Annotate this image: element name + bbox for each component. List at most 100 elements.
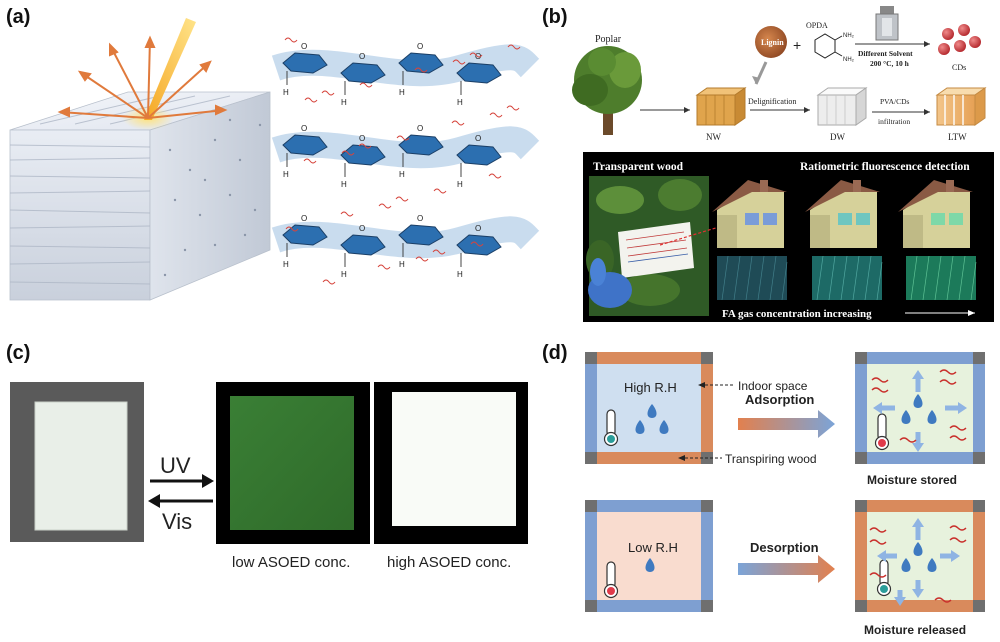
- water-molecule: [359, 82, 373, 88]
- moisture-flow-arrow: [894, 590, 906, 606]
- room-moisture-released: [855, 500, 985, 612]
- moisture-stored-label: Moisture stored: [867, 473, 957, 487]
- water-molecule: [340, 211, 354, 217]
- panel-a-label: (a): [6, 6, 31, 28]
- low-conc-label: low ASOED conc.: [232, 554, 350, 571]
- hydrogen-atom: H: [457, 98, 463, 107]
- transparent-wood-title: Transparent wood: [593, 161, 684, 173]
- lignin-label: Lignin: [761, 38, 784, 47]
- water-molecule: [396, 135, 410, 141]
- house-3: [898, 180, 973, 248]
- solvent-label-2: 200 °C, 10 h: [870, 59, 910, 68]
- panel-b-label: (b): [542, 6, 568, 28]
- droplet-icon: [647, 404, 657, 418]
- water-molecule: [303, 158, 317, 164]
- fluorescence-image-1: [717, 255, 788, 301]
- moisture-flow-arrow: [877, 550, 897, 562]
- hydrogen-atom: H: [457, 270, 463, 279]
- hydrogen-atom: H: [341, 180, 347, 189]
- light-rays: [57, 18, 228, 130]
- panel-b: Poplar NW Delignification Lignin + OPDA …: [572, 6, 994, 322]
- moisture-flow-arrow: [940, 550, 960, 562]
- thermometer-icon: [603, 561, 619, 599]
- dw-label: DW: [830, 132, 845, 142]
- moisture-flow-arrow: [912, 580, 924, 598]
- nw-block: [695, 87, 747, 126]
- oxygen-atom: O: [301, 214, 307, 223]
- moisture-flow-arrow: [912, 432, 924, 452]
- opda-nh2-top: NH₂: [843, 33, 855, 39]
- hydrogen-atom: H: [399, 88, 405, 97]
- water-molecule: [284, 37, 298, 43]
- hydrogen-atom: H: [399, 170, 405, 179]
- vapor-wave-icon: [871, 387, 889, 393]
- house-1: [712, 180, 787, 248]
- water-molecule: [322, 279, 336, 285]
- vapor-wave-icon: [869, 539, 887, 545]
- low-rh-label: Low R.H: [628, 540, 678, 555]
- water-molecule: [377, 264, 391, 270]
- droplet-icon: [635, 420, 645, 434]
- vapor-wave-icon: [869, 527, 887, 533]
- adsorption-arrow: [738, 410, 835, 438]
- oxygen-atom: O: [417, 124, 423, 133]
- ratiometric-title: Ratiometric fluorescence detection: [800, 161, 970, 173]
- vapor-wave-icon: [949, 537, 967, 543]
- high-rh-label: High R.H: [624, 380, 677, 395]
- water-molecule: [507, 44, 521, 50]
- ltw-label: LTW: [948, 132, 967, 142]
- droplet-icon: [913, 542, 923, 556]
- water-molecule: [433, 188, 447, 194]
- transpiring-wood-label: Transpiring wood: [725, 452, 817, 466]
- cellulose-chain: O H O H O H O H: [271, 124, 540, 189]
- uv-vis-arrows: [148, 474, 214, 508]
- moisture-flow-arrow: [945, 402, 967, 414]
- water-molecule: [414, 67, 428, 73]
- room-icons: [603, 369, 967, 606]
- adsorption-label: Adsorption: [745, 392, 814, 407]
- delignification-label: Delignification: [748, 97, 796, 106]
- nw-label: NW: [706, 132, 721, 142]
- hydrogen-atom: H: [457, 180, 463, 189]
- vapor-wave-icon: [949, 425, 967, 431]
- poplar-label: Poplar: [595, 34, 622, 45]
- high-conc-label: high ASOED conc.: [387, 554, 511, 571]
- desorption-arrow: [738, 555, 835, 583]
- water-molecule: [452, 59, 466, 65]
- vapor-wave-icon: [899, 437, 917, 443]
- oxygen-atom: O: [359, 224, 365, 233]
- wood-block: [9, 91, 271, 301]
- water-molecule: [488, 173, 502, 179]
- high-conc-film: [392, 392, 516, 526]
- moisture-flow-arrow: [873, 402, 895, 414]
- oxygen-atom: O: [301, 124, 307, 133]
- water-molecule: [378, 203, 392, 209]
- indoor-space-label: Indoor space: [738, 379, 808, 393]
- cds-cluster: [938, 24, 981, 55]
- water-molecule: [415, 256, 429, 262]
- water-molecule: [341, 150, 355, 156]
- fluorescence-image-2: [812, 255, 883, 301]
- vis-label: Vis: [162, 509, 192, 534]
- oxygen-atom: O: [359, 134, 365, 143]
- opda-label: OPDA: [806, 21, 828, 30]
- water-molecule: [358, 143, 372, 149]
- hydrogen-atom: H: [283, 170, 289, 179]
- opda-nh2-bottom: NH₂: [843, 57, 855, 63]
- oxygen-atom: O: [475, 134, 481, 143]
- vapor-wave-icon: [949, 525, 967, 531]
- water-molecule: [395, 196, 409, 202]
- water-molecule: [432, 249, 446, 255]
- plus-sign: +: [793, 37, 801, 53]
- oxygen-atom: O: [359, 52, 365, 61]
- water-molecule: [506, 105, 520, 111]
- droplet-icon: [927, 410, 937, 424]
- desorption-label: Desorption: [750, 540, 819, 555]
- panel-c-label: (c): [6, 342, 31, 364]
- water-molecule: [285, 226, 299, 232]
- droplet-icon: [913, 394, 923, 408]
